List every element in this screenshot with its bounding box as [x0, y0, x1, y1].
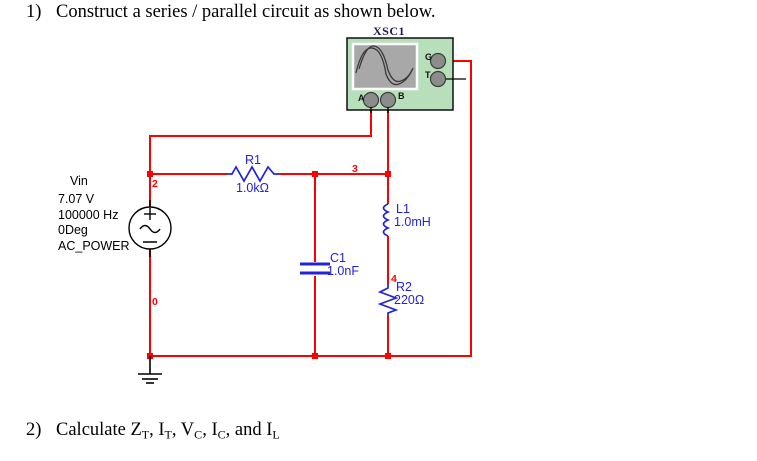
question-2-mid-4: , and I	[225, 420, 273, 440]
inductor-l1-symbol	[382, 203, 391, 237]
resistor-r1-symbol	[228, 165, 280, 183]
question-2-mid-3: , I	[202, 420, 218, 440]
junction-ground-c1	[312, 353, 318, 359]
wire-scope-g-to-ground-rail	[388, 60, 472, 357]
question-2-prefix: Calculate Z	[56, 420, 142, 440]
question-2-sub-ic: C	[217, 427, 226, 442]
l1-value-label: 1.0mH	[394, 215, 431, 229]
resistor-r2-symbol	[377, 284, 399, 316]
source-voltage: 7.07 V	[58, 192, 95, 206]
scope-terminal-t[interactable]	[429, 70, 447, 88]
question-1-text: Construct a series / parallel circuit as…	[56, 2, 436, 22]
node-label-0: 0	[152, 296, 158, 308]
question-2-mid-1: , I	[149, 420, 165, 440]
source-phase: 0Deg	[58, 223, 88, 237]
r1-ref-label: R1	[245, 153, 261, 167]
oscilloscope-body[interactable]	[346, 37, 466, 113]
r1-zigzag	[228, 165, 280, 183]
scope-terminal-b-letter: B	[398, 91, 405, 101]
source-model: AC_POWER	[58, 238, 130, 253]
question-1: 1) Construct a series / parallel circuit …	[26, 2, 436, 23]
junction-node-3-l1	[385, 171, 391, 177]
ac-source-symbol	[128, 200, 172, 257]
scope-terminal-t-letter: T	[425, 70, 431, 80]
scope-waveform-b	[358, 45, 414, 83]
ground-symbol	[138, 356, 162, 384]
source-parameters: 7.07 V 100000 Hz 0Deg AC_POWER	[58, 192, 130, 254]
scope-terminal-b[interactable]	[379, 91, 397, 109]
junction-node-2	[147, 171, 153, 177]
c1-value-label: 1.0nF	[327, 264, 359, 278]
scope-terminal-g-letter: G	[425, 52, 433, 62]
question-2: 2)Calculate ZT, IT, VC, IC, and IL	[26, 420, 280, 442]
question-1-number: 1)	[26, 2, 42, 22]
junction-node-3-c1	[312, 171, 318, 177]
scope-terminal-g[interactable]	[429, 52, 447, 70]
r2-zigzag	[377, 284, 399, 316]
question-2-sub-il: L	[272, 427, 280, 442]
node-label-3: 3	[352, 163, 358, 175]
c1-ref-label: C1	[330, 251, 346, 265]
scope-terminal-a[interactable]	[362, 91, 380, 109]
r2-ref-label: R2	[396, 280, 412, 294]
source-name-label: Vin	[70, 174, 88, 188]
question-2-sub-it: T	[164, 427, 172, 442]
wire-vin-to-scope-a	[149, 110, 372, 174]
l1-ref-label: L1	[396, 202, 410, 216]
r1-value-label: 1.0kΩ	[236, 181, 269, 195]
question-2-sub-vc: C	[194, 427, 203, 442]
scope-terminal-a-letter: A	[358, 93, 365, 103]
ac-source-sine-icon	[139, 224, 161, 234]
wire-network	[149, 60, 472, 357]
l1-coil	[382, 203, 391, 237]
node-label-4: 4	[391, 273, 397, 285]
r2-value-label: 220Ω	[394, 293, 425, 307]
oscilloscope-label: XSC1	[372, 24, 406, 38]
source-frequency: 100000 Hz	[58, 207, 119, 222]
junction-ground-r2	[385, 353, 391, 359]
question-2-sub-zt: T	[141, 427, 150, 442]
question-2-number: 2)	[26, 420, 42, 440]
ac-source-plus-icon	[144, 208, 156, 220]
question-2-mid-2: , V	[171, 420, 195, 440]
node-label-2: 2	[152, 178, 158, 190]
capacitor-c1-symbol	[300, 262, 330, 275]
